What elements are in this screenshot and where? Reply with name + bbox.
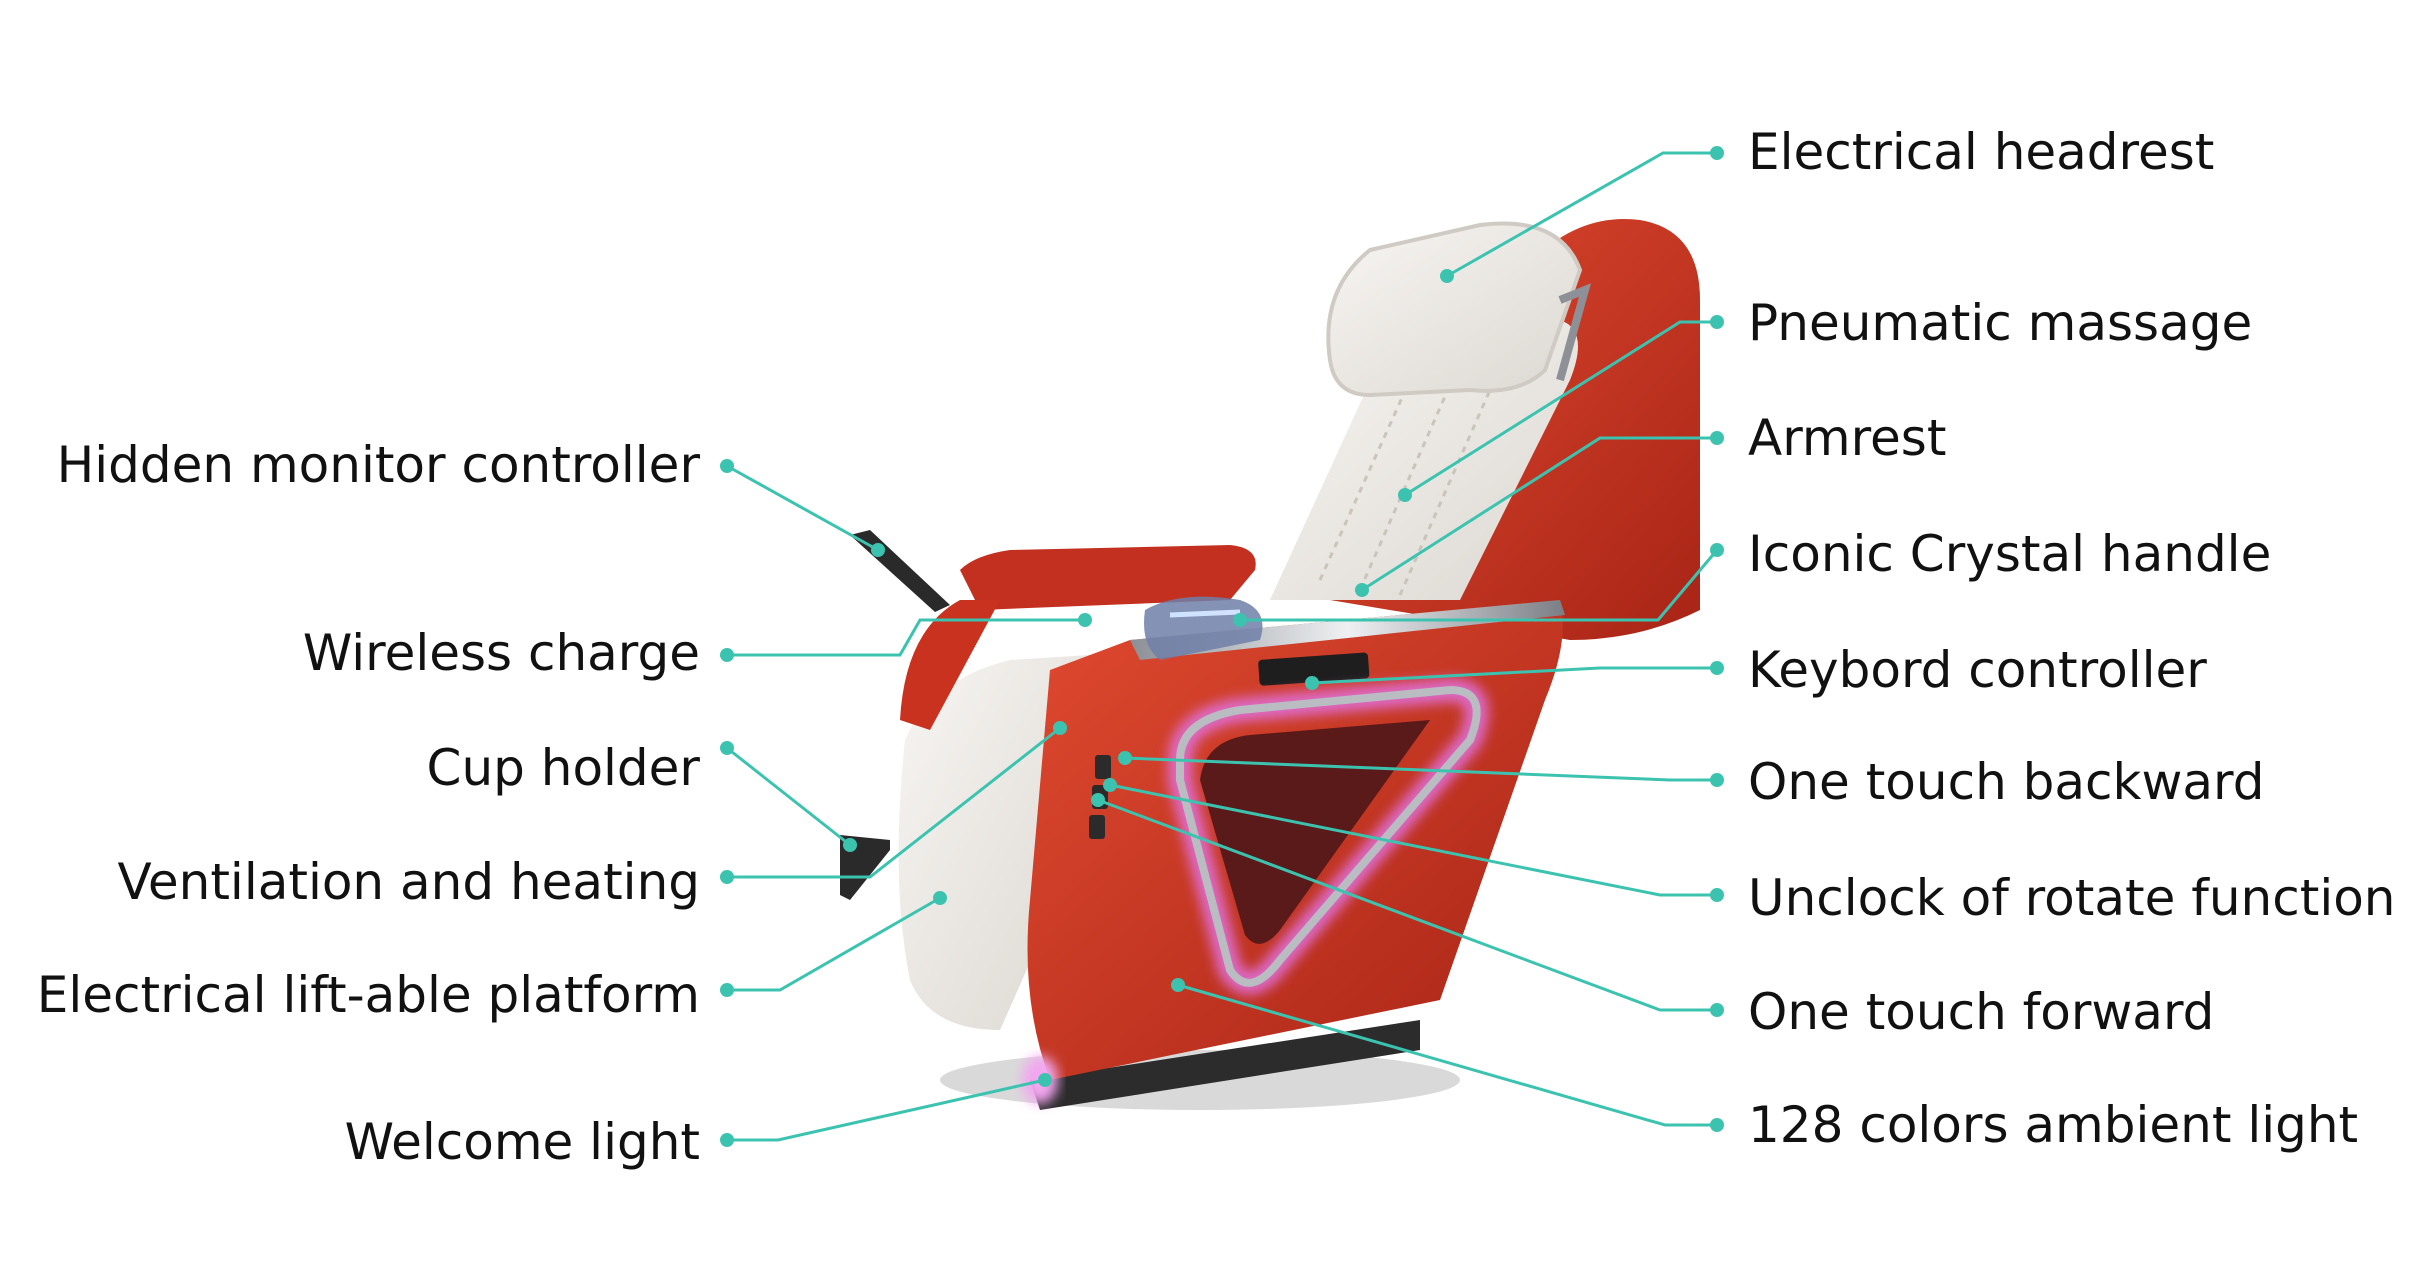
- armrest-chrome-trim: [1130, 600, 1565, 660]
- label-armrest: Armrest: [1748, 409, 1947, 467]
- leader-cup-holder-target-dot: [843, 838, 857, 852]
- leader-ventilation-label-dot: [720, 870, 734, 884]
- leader-welcome: [727, 1078, 1046, 1142]
- leader-forward-target-dot: [1091, 793, 1105, 807]
- leader-cup-holder: [726, 746, 851, 847]
- leader-backward: [1124, 756, 1717, 782]
- leader-cup-holder-label-dot: [720, 741, 734, 755]
- leader-armrest: [1361, 436, 1717, 592]
- crystal-handle: [1144, 596, 1263, 660]
- label-one-touch-forward: One touch forward: [1748, 983, 2215, 1041]
- leader-keyboard-label-dot: [1710, 661, 1724, 675]
- backrest-stitching: [1318, 379, 1492, 596]
- leader-hidden-monitor: [726, 464, 879, 552]
- leader-platform-label-dot: [720, 983, 734, 997]
- label-iconic-crystal-handle: Iconic Crystal handle: [1748, 525, 2272, 583]
- leader-hidden-monitor-target-dot: [871, 543, 885, 557]
- leader-hidden-monitor-label-dot: [720, 459, 734, 473]
- leader-wireless-charge-target-dot: [1078, 613, 1092, 627]
- leader-forward: [1097, 798, 1717, 1012]
- leader-massage-label-dot: [1710, 315, 1724, 329]
- leader-headrest-label-dot: [1710, 146, 1724, 160]
- label-electrical-headrest: Electrical headrest: [1748, 123, 2215, 181]
- label-hidden-monitor-controller: Hidden monitor controller: [56, 436, 700, 494]
- leader-platform-target-dot: [933, 891, 947, 905]
- headrest: [1326, 221, 1592, 398]
- label-pneumatic-massage: Pneumatic massage: [1748, 294, 2253, 352]
- ambient-light: [1168, 677, 1489, 995]
- leader-crystal-handle: [1240, 549, 1719, 622]
- leader-platform: [727, 896, 941, 992]
- leader-massage-target-dot: [1398, 488, 1412, 502]
- keyboard-controller: [1258, 652, 1370, 686]
- leader-armrest-target-dot: [1355, 583, 1369, 597]
- far-armrest: [960, 545, 1256, 610]
- label-one-touch-backward: One touch backward: [1748, 753, 2265, 811]
- label-128-colors: 128 colors ambient light: [1748, 1096, 2359, 1154]
- leader-unclock: [1109, 783, 1717, 897]
- leader-keyboard: [1311, 666, 1717, 685]
- label-wireless-charge: Wireless charge: [302, 624, 700, 682]
- seat-left-panel: [900, 600, 1000, 730]
- leader-wireless-charge-label-dot: [720, 648, 734, 662]
- leader-headrest: [1446, 151, 1717, 278]
- leader-backward-label-dot: [1710, 773, 1724, 787]
- label-cup-holder: Cup holder: [426, 739, 700, 797]
- leader-ventilation: [727, 726, 1061, 879]
- leader-armrest-label-dot: [1710, 431, 1724, 445]
- leader-wireless-charge: [727, 618, 1085, 657]
- leader-welcome-target-dot: [1038, 1073, 1052, 1087]
- leader-128-colors: [1177, 983, 1717, 1127]
- leader-unclock-target-dot: [1103, 778, 1117, 792]
- leader-ventilation-target-dot: [1053, 721, 1067, 735]
- leader-crystal-handle-label-dot: [1710, 543, 1724, 557]
- leader-unclock-label-dot: [1710, 888, 1724, 902]
- label-electrical-platform: Electrical lift-able platform: [36, 966, 700, 1024]
- label-unclock-rotate: Unclock of rotate function: [1748, 869, 2396, 927]
- leader-massage: [1404, 320, 1717, 497]
- leader-128-colors-label-dot: [1710, 1118, 1724, 1132]
- leader-128-colors-target-dot: [1171, 978, 1185, 992]
- leader-crystal-handle-target-dot: [1233, 613, 1247, 627]
- label-ventilation-heating: Ventilation and heating: [117, 853, 700, 911]
- leader-keyboard-target-dot: [1305, 676, 1319, 690]
- leader-forward-label-dot: [1710, 1003, 1724, 1017]
- leader-headrest-target-dot: [1440, 269, 1454, 283]
- label-welcome-light: Welcome light: [344, 1113, 700, 1171]
- leader-lines: [720, 146, 1724, 1147]
- leader-welcome-label-dot: [720, 1133, 734, 1147]
- leader-backward-target-dot: [1118, 751, 1132, 765]
- label-keyboard-controller: Keybord controller: [1748, 641, 2207, 699]
